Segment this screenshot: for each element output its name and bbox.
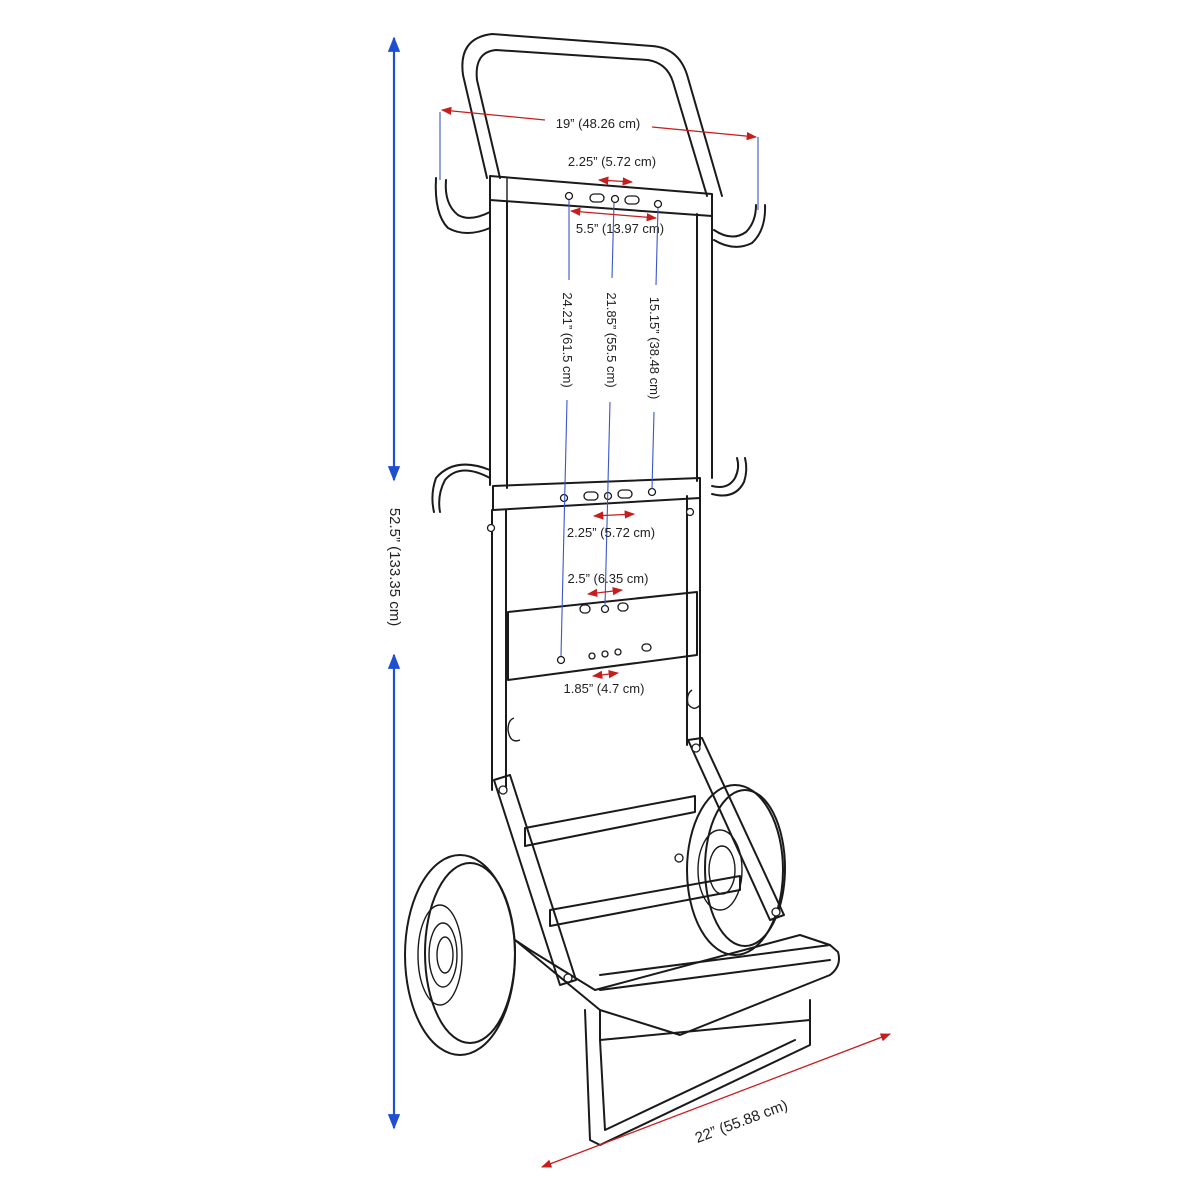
top-outer-holes-label: 5.5” (13.97 cm)	[576, 221, 664, 236]
height-label: 52.5” (133.35 cm)	[386, 508, 403, 626]
top-slot-label: 2.25” (5.72 cm)	[568, 154, 656, 169]
depth-arrow	[541, 1033, 891, 1168]
bottom-holes-label: 1.85” (4.7 cm)	[564, 681, 645, 696]
hand-truck-drawing	[404, 33, 840, 1146]
foot-frame-inner	[599, 999, 811, 1041]
right-wheel	[686, 784, 786, 956]
left-wheel	[404, 854, 516, 1056]
hook-lower-right	[686, 689, 701, 709]
foot-frame	[514, 934, 840, 1036]
hook-span-label: 19” (48.26 cm)	[556, 116, 641, 131]
left-strut	[493, 774, 577, 986]
handle-loop-inner	[475, 49, 708, 197]
upper-backboard	[489, 199, 713, 489]
lower-crossbar	[549, 875, 741, 927]
base-crossbar	[599, 944, 831, 991]
left-hole-vertical-label: 24.21” (61.5 cm)	[560, 292, 575, 387]
lower-frame-rails	[491, 495, 701, 791]
handle-loop	[461, 33, 723, 197]
lower-plate	[507, 591, 698, 681]
mid-crossbar	[524, 795, 696, 847]
center-hole-vertical-label: 21.85” (55.5 cm)	[604, 292, 619, 387]
hook-span-arrow-left	[440, 106, 546, 121]
hook-middle-right	[711, 457, 748, 497]
right-hole-vertical-label: 15.15” (38.48 cm)	[647, 297, 662, 400]
hook-span-arrow-right	[651, 126, 758, 141]
hook-lower-left	[507, 717, 521, 742]
hook-upper-right	[713, 204, 767, 248]
dimension-annotations: 52.5” (133.35 cm) 19” (48.26 cm) 2.25” (…	[386, 36, 891, 1168]
hook-upper-left	[434, 177, 491, 234]
lower-slot-label: 2.5” (6.35 cm)	[568, 571, 649, 586]
right-strut	[687, 737, 785, 921]
mid-slot-label: 2.25” (5.72 cm)	[567, 525, 655, 540]
hook-middle-left	[431, 463, 491, 513]
